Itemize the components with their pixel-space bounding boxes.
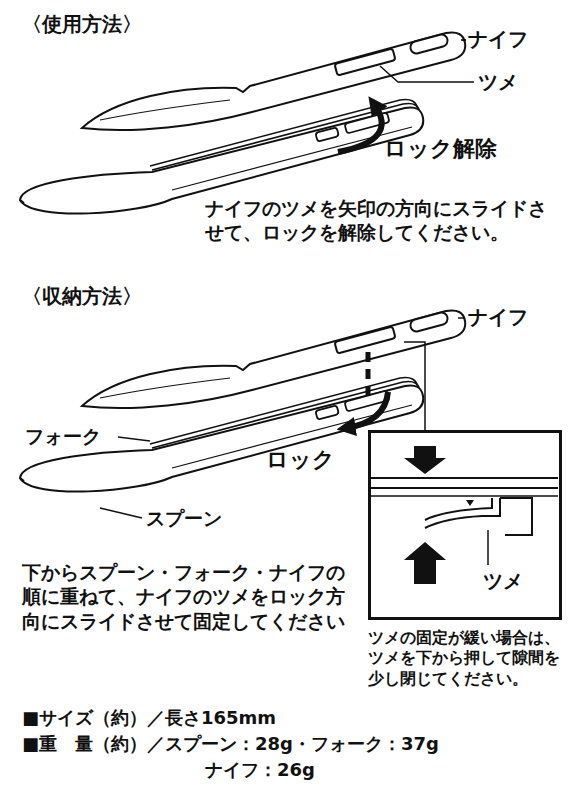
inset-box: ツメ bbox=[368, 430, 562, 620]
part-label: ナイフ bbox=[468, 27, 568, 53]
action-label: ロック bbox=[266, 446, 356, 474]
part-label: ツメ bbox=[483, 569, 523, 595]
part-label: フォーク bbox=[25, 424, 125, 448]
instruction-text: ナイフのツメを矢印の方向にスライドさせて、ロックを解除してください。 bbox=[205, 196, 565, 245]
spec-text: ■重 量（約）／スプーン：28g・フォーク：37g bbox=[22, 732, 562, 755]
action-label: ロック解除 bbox=[384, 135, 564, 163]
instruction-text: 下からスプーン・フォーク・ナイフの順に重ねて、ナイフのツメをロック方向にスライド… bbox=[22, 560, 357, 633]
note-text: ツメの固定が緩い場合は、ツメを下から押して隙間を少し閉じてください。 bbox=[368, 628, 568, 689]
section-heading: 〈使用方法〉 bbox=[22, 12, 202, 38]
section-heading: 〈収納方法〉 bbox=[22, 284, 202, 310]
spec-text: ■サイズ（約）／長さ165mm bbox=[22, 706, 522, 729]
part-label: スプーン bbox=[146, 506, 266, 530]
part-label: ツメ bbox=[478, 70, 558, 96]
part-label: ナイフ bbox=[468, 305, 568, 331]
spec-text: ナイフ：26g bbox=[205, 758, 405, 781]
